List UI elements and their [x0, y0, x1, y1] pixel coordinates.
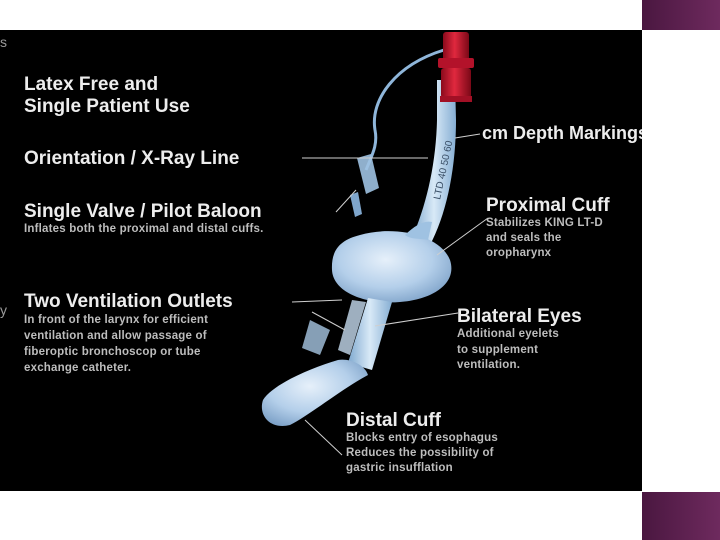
pilot-line [366, 50, 444, 170]
connector-cap [443, 32, 469, 62]
bilateral-eyes-desc-line: ventilation. [457, 358, 520, 372]
proximal-cuff-desc-line: Stabilizes KING LT-D [486, 216, 603, 230]
distal-cuff-desc-line: Blocks entry of esophagus [346, 431, 498, 445]
single-valve-label: Single Valve / Pilot Baloon [24, 201, 262, 222]
depth-markings-label: cm Depth Markings [482, 123, 642, 144]
proximal-cuff-desc-line: and seals the [486, 231, 561, 245]
distal-cuff-desc-line: gastric insufflation [346, 461, 453, 475]
accent-bar-top [642, 0, 720, 30]
distal-cuff-desc-line: Reduces the possibility of [346, 446, 494, 460]
single-valve-desc: Inflates both the proximal and distal cu… [24, 222, 263, 236]
latex-free-label: Latex Free and [24, 74, 158, 95]
ventilation-outlets-desc-line: ventilation and allow passage of [24, 329, 207, 343]
ventilation-outlets-desc-line: exchange catheter. [24, 361, 131, 375]
accent-bar-bottom [642, 492, 720, 540]
orientation-xray-label: Orientation / X-Ray Line [24, 148, 239, 169]
proximal-cuff [332, 231, 451, 302]
ventilation-outlets-label: Two Ventilation Outlets [24, 291, 233, 312]
bilateral-eyes-desc-line: to supplement [457, 343, 538, 357]
ventilation-outlets-desc-line: In front of the larynx for efficient [24, 313, 208, 327]
bilateral-eyes-desc-line: Additional eyelets [457, 327, 559, 341]
ventilation-outlets-desc-line: fiberoptic bronchoscop or tube [24, 345, 201, 359]
bilateral-eyes-label: Bilateral Eyes [457, 306, 582, 327]
distal-cuff-label: Distal Cuff [346, 410, 441, 431]
pilot-balloon [357, 154, 379, 194]
proximal-cuff-label: Proximal Cuff [486, 195, 610, 216]
proximal-cuff-desc-line: oropharynx [486, 246, 551, 260]
slide-image: s y LTD 40 50 60 [0, 30, 642, 491]
single-patient-use-label: Single Patient Use [24, 96, 190, 117]
